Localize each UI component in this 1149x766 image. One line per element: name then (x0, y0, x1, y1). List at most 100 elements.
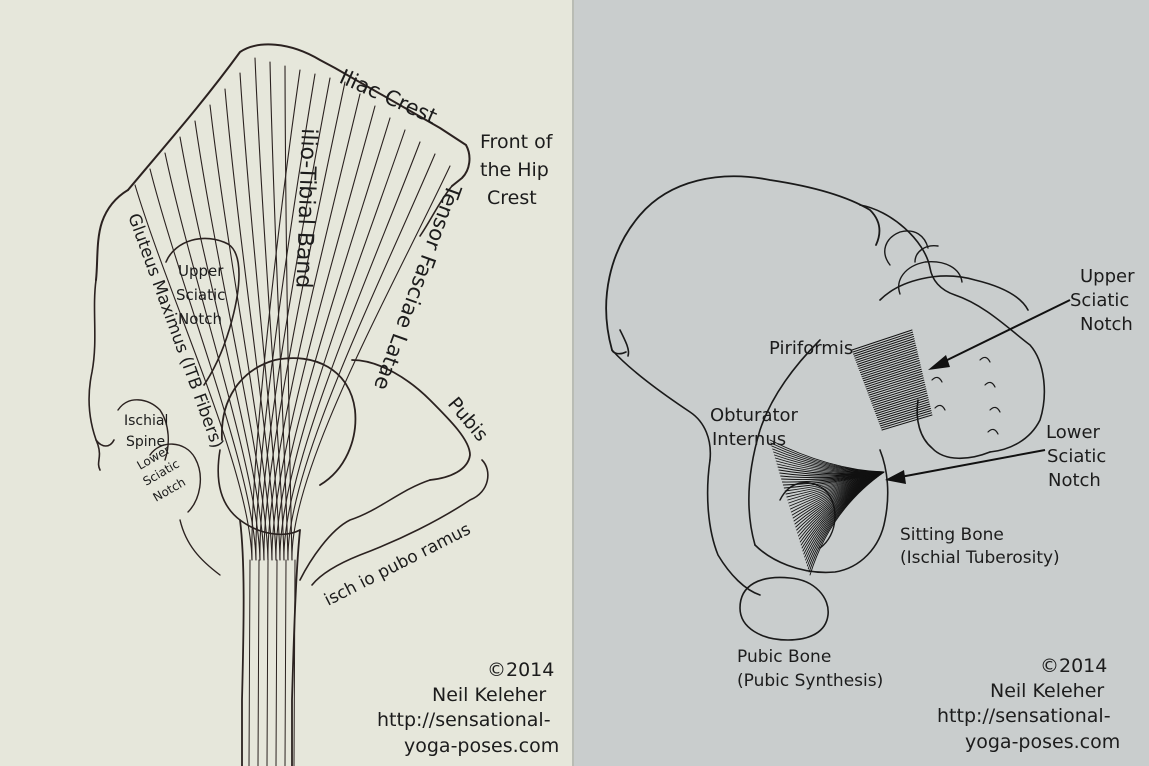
label-piriformis: Piriformis (769, 338, 853, 359)
piriformis-fiber (870, 383, 926, 402)
piriformis-fiber (864, 366, 922, 386)
right-credit-url-2: yoga-poses.com (965, 731, 1120, 753)
piriformis-fiber (859, 351, 918, 372)
label-r-lower-sciatic-notch-3: Notch (1048, 470, 1101, 491)
piriformis-fiber (871, 386, 926, 404)
left-credit: ©2014 Neil Keleher http://sensational- y… (377, 659, 559, 757)
upper-notch-arrowhead (928, 355, 950, 370)
piriformis-fiber (863, 362, 921, 382)
label-sitting-bone-1: Sitting Bone (900, 525, 1004, 545)
piriformis-fiber (852, 331, 914, 353)
left-hip-drawing (88, 43, 489, 766)
label-r-lower-sciatic-notch-1: Lower (1046, 422, 1101, 443)
piriformis-fiber (862, 360, 920, 380)
obturator-internus-fibers (769, 439, 885, 576)
piriformis-fiber (863, 364, 921, 384)
piriformis-fiber (853, 336, 915, 357)
right-credit-url-1: http://sensational- (937, 705, 1111, 727)
itb-fiber (266, 559, 269, 766)
piriformis-fiber (875, 397, 929, 415)
piriformis-fiber (856, 344, 917, 365)
piriformis-fiber (867, 375, 924, 394)
label-obturator-internus-2: Internus (712, 429, 786, 450)
piriformis-fiber (859, 353, 919, 374)
itb-fiber (291, 165, 451, 561)
piriformis-fiber (854, 338, 915, 359)
piriformis-fiber (860, 355, 919, 376)
itb-fiber (179, 136, 265, 561)
piriformis-fiber (866, 373, 923, 392)
piriformis-fiber (873, 392, 928, 410)
obturator-fiber (809, 471, 885, 576)
piriformis-fiber (866, 370, 923, 390)
itb-fiber (239, 72, 281, 561)
itb-fiber (194, 120, 269, 561)
right-credit-author: Neil Keleher (990, 680, 1104, 702)
right-labels: Upper Sciatic Notch Piriformis Obturator… (710, 266, 1135, 691)
piriformis-fiber (878, 405, 931, 423)
itb-fiber (283, 141, 421, 561)
piriformis-fiber (865, 368, 922, 388)
piriformis-fiber (881, 414, 933, 431)
piriformis-fiber (873, 390, 927, 408)
itb-fiber (275, 559, 278, 766)
label-ischial-spine-1: Ischial (124, 413, 168, 429)
label-r-lower-sciatic-notch-2: Sciatic (1047, 446, 1106, 467)
right-credit-year: ©2014 (1040, 655, 1107, 677)
piriformis-fiber (869, 381, 925, 400)
itb-fiber (263, 81, 346, 561)
left-credit-author: Neil Keleher (432, 684, 546, 706)
lower-notch-arrowhead (885, 470, 906, 484)
piriformis-fiber (879, 410, 932, 427)
itb-fiber (224, 88, 277, 561)
piriformis-fiber (861, 357, 920, 378)
itb-fiber (209, 104, 273, 561)
left-paper (0, 0, 573, 766)
itb-fiber (134, 184, 253, 561)
label-obturator-internus-1: Obturator (710, 405, 799, 426)
itb-fiber (248, 559, 251, 766)
right-arrows (885, 299, 1071, 484)
left-credit-url-1: http://sensational- (377, 709, 551, 731)
itb-fiber (149, 168, 257, 561)
itb-fibers (134, 57, 451, 766)
piriformis-fiber (856, 342, 916, 363)
itb-fiber (251, 69, 301, 561)
itb-fiber (259, 77, 331, 561)
piriformis-fibers (851, 329, 933, 431)
piriformis-fiber (858, 349, 918, 369)
piriformis-fiber (851, 329, 913, 351)
piriformis-fiber (877, 403, 930, 421)
itb-fiber (271, 105, 376, 561)
itb-fiber (257, 559, 260, 766)
label-pubic-bone-2: (Pubic Synthesis) (737, 671, 883, 691)
right-credit: ©2014 Neil Keleher http://sensational- y… (937, 655, 1120, 753)
piriformis-fiber (874, 394, 928, 413)
itb-fiber (293, 559, 296, 766)
label-ilio-tibial-band: ilio-Tibial Band (290, 128, 321, 289)
label-upper-sciatic-notch-3: Notch (178, 310, 222, 328)
lower-notch-arrow-line (894, 449, 1046, 479)
left-credit-url-2: yoga-poses.com (404, 735, 559, 757)
piriformis-fiber (853, 333, 914, 355)
itb-fiber (254, 57, 285, 561)
piriformis-fiber (855, 340, 916, 361)
label-front-of-hip-crest-3: Crest (487, 187, 537, 209)
label-r-upper-sciatic-notch-1: Upper (1080, 266, 1135, 287)
piriformis-fiber (872, 388, 927, 406)
itb-fiber (267, 93, 361, 561)
itb-fiber (269, 61, 289, 561)
left-credit-year: ©2014 (487, 659, 554, 681)
right-pelvis-drawing (605, 175, 1046, 641)
label-r-upper-sciatic-notch-3: Notch (1080, 314, 1133, 335)
piriformis-fiber (879, 407, 931, 425)
piriformis-fiber (880, 412, 932, 429)
piriformis-fiber (857, 346, 917, 367)
label-sitting-bone-2: (Ischial Tuberosity) (900, 548, 1060, 568)
label-front-of-hip-crest-1: Front of (480, 131, 554, 153)
itb-fiber (255, 73, 316, 561)
itb-fiber (279, 129, 406, 561)
label-r-upper-sciatic-notch-2: Sciatic (1070, 290, 1129, 311)
